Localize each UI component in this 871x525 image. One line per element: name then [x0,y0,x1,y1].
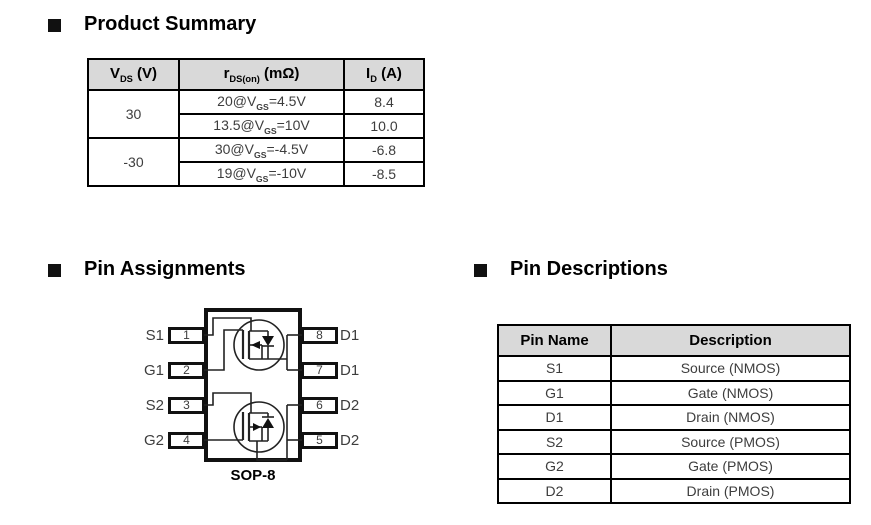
pin-6-number: 6 [316,398,323,412]
pin-descriptions-title: Pin Descriptions [510,258,668,280]
pin-label-d2-top: D2 [340,397,360,414]
pin-label-g1: G1 [143,362,164,379]
table-row: G1 Gate (NMOS) [497,379,851,406]
cell-description: Drain (PMOS) [610,477,851,504]
pin-descriptions-table: Pin Name Description S1 Source (NMOS) G1… [497,324,851,504]
pin-5: 5 [301,432,338,449]
cell-id: -6.8 [343,137,425,163]
cell-id: 10.0 [343,113,425,139]
pin-3-number: 3 [183,398,190,412]
cell-rdson: 19@VGS=-10V [178,161,345,187]
col-header-vds: VDS (V) [87,58,180,91]
cell-pin-name: G2 [497,453,612,480]
pin-label-d1-bottom: D1 [340,362,360,379]
pin-label-s1: S1 [145,327,164,344]
table-row: S2 Source (PMOS) [497,428,851,455]
cell-description: Source (PMOS) [610,428,851,455]
package-outline [204,308,302,462]
pin-8: 8 [301,327,338,344]
product-summary-table: VDS (V) rDS(on) (mΩ) ID (A) 30 20@VGS=4.… [87,58,425,187]
pin-descriptions-heading: Pin Descriptions [474,258,668,281]
cell-pin-name: G1 [497,379,612,406]
pin-4: 4 [168,432,205,449]
cell-description: Gate (PMOS) [610,453,851,480]
pin-1: 1 [168,327,205,344]
pin-label-g2: G2 [143,432,164,449]
table-header-row: VDS (V) rDS(on) (mΩ) ID (A) [87,58,425,91]
col-header-rdson: rDS(on) (mΩ) [178,58,345,91]
table-row: D2 Drain (PMOS) [497,477,851,504]
col-header-id: ID (A) [343,58,425,91]
pin-label-d2-bottom: D2 [340,432,360,449]
package-name-label: SOP-8 [230,467,276,484]
pin-3: 3 [168,397,205,414]
pin-7-number: 7 [316,363,323,377]
square-bullet-icon [48,19,61,32]
cell-pin-name: D2 [497,477,612,504]
cell-vds-neg30: -30 [87,137,180,187]
product-summary-title: Product Summary [84,13,257,35]
pin-2: 2 [168,362,205,379]
table-row: -30 30@VGS=-4.5V -6.8 [87,137,425,187]
cell-id: -8.5 [343,161,425,187]
cell-pin-name: D1 [497,404,612,431]
table-row: 19@VGS=-10V -8.5 [88,161,425,187]
cell-pin-name: S1 [497,355,612,382]
table-row: G2 Gate (PMOS) [497,453,851,480]
col-header-pin-name: Pin Name [497,324,612,357]
pin-label-d1-top: D1 [340,327,360,344]
table-row: 30 20@VGS=4.5V 8.4 [87,89,425,139]
table-row: D1 Drain (NMOS) [497,404,851,431]
pin-6: 6 [301,397,338,414]
cell-rdson: 13.5@VGS=10V [178,113,345,139]
pin-assignments-title: Pin Assignments [84,258,246,280]
table-row: 13.5@VGS=10V 10.0 [88,113,425,139]
pin-1-number: 1 [183,328,190,342]
cell-id: 8.4 [343,89,425,115]
product-summary-heading: Product Summary [48,13,256,36]
pin-8-number: 8 [316,328,323,342]
pin-2-number: 2 [183,363,190,377]
cell-rdson: 30@VGS=-4.5V [178,137,345,163]
col-header-description: Description [610,324,851,357]
pin-4-number: 4 [183,433,190,447]
cell-description: Source (NMOS) [610,355,851,382]
pin-assignments-heading: Pin Assignments [48,258,246,281]
pin-label-s2: S2 [145,397,164,414]
cell-pin-name: S2 [497,428,612,455]
pin-7: 7 [301,362,338,379]
cell-description: Drain (NMOS) [610,404,851,431]
cell-description: Gate (NMOS) [610,379,851,406]
table-row: S1 Source (NMOS) [497,355,851,382]
sop8-pin-diagram: 1 2 3 4 8 7 6 5 S1 G1 S2 G2 D1 D1 D2 D2 [140,300,370,500]
square-bullet-icon [48,264,61,277]
square-bullet-icon [474,264,487,277]
pin-5-number: 5 [316,433,323,447]
cell-rdson: 20@VGS=4.5V [178,89,345,115]
cell-vds-30: 30 [87,89,180,139]
table-header-row: Pin Name Description [497,324,851,357]
